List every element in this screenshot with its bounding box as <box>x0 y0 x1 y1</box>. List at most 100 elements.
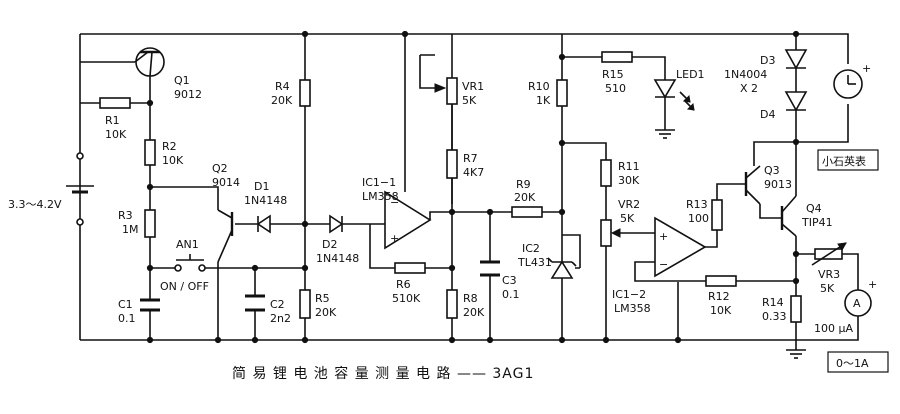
r14-ref: R14 <box>762 296 784 309</box>
range-label: 0～1A <box>836 357 869 370</box>
r5-ref: R5 <box>315 292 330 305</box>
r12-ref: R12 <box>708 290 730 303</box>
an1-ref: AN1 <box>176 238 199 251</box>
resistor-r12: R12 10K <box>705 275 737 317</box>
potentiometer-vr2: VR2 5K <box>600 198 640 247</box>
ammeter-symbol: A <box>853 297 861 310</box>
d3-count: X 2 <box>740 82 758 95</box>
r11-ref: R11 <box>618 160 640 173</box>
resistor-r2: R2 10K <box>144 139 184 167</box>
meter-label: 小石英表 <box>822 154 866 168</box>
junction-dots <box>146 30 800 344</box>
r6-val: 510K <box>392 292 421 305</box>
diode-d3: D3 1N4004 X 2 <box>724 49 808 95</box>
vr3-val: 5K <box>820 282 835 295</box>
diode-d4: D4 <box>760 91 808 122</box>
d2-ref: D2 <box>322 238 337 251</box>
q1-val: 9012 <box>174 88 202 101</box>
capacitor-c1: C1 0.1 <box>118 268 160 325</box>
transistor-q3: Q3 9013 <box>735 164 792 205</box>
r4-val: 20K <box>271 94 293 107</box>
c2-ref: C2 <box>270 298 285 311</box>
ic2-val: TL431 <box>517 256 552 269</box>
clock-meter: + 小石英表 <box>817 62 879 171</box>
r14-val: 0.33 <box>762 310 787 323</box>
an1-val: ON / OFF <box>160 280 209 293</box>
r13-val: 100 <box>688 212 709 225</box>
r10-val: 1K <box>536 94 551 107</box>
q3-val: 9013 <box>764 178 792 191</box>
diode-d2: D2 1N4148 <box>316 214 359 265</box>
resistor-r11: R11 30K <box>600 159 640 187</box>
r9-val: 20K <box>514 191 536 204</box>
r3-ref: R3 <box>118 209 133 222</box>
r8-val: 20K <box>463 306 485 319</box>
ic1-1-ref: IC1−1 <box>362 176 396 189</box>
battery-voltage: 3.3～4.2V <box>8 198 62 211</box>
resistor-r7: R7 4K7 <box>446 149 484 179</box>
q4-ref: Q4 <box>806 202 822 215</box>
ic1-1-minus: − <box>390 196 399 209</box>
r3-val: 1M <box>122 223 139 236</box>
r10-ref: R10 <box>528 80 550 93</box>
ic1-2-minus: − <box>659 258 668 271</box>
switch-an1: AN1 ON / OFF <box>160 238 209 293</box>
d1-ref: D1 <box>254 180 269 193</box>
q2-val: 9014 <box>212 176 240 189</box>
opamp-ic1-1: − + IC1−1 LM358 <box>362 176 452 250</box>
r15-ref: R15 <box>602 68 624 81</box>
q3-ref: Q3 <box>764 164 780 177</box>
resistor-r14: R14 0.33 <box>762 295 802 323</box>
d3-val: 1N4004 <box>724 68 767 81</box>
r12-val: 10K <box>710 304 732 317</box>
c3-ref: C3 <box>502 274 517 287</box>
resistor-r10: R10 1K <box>528 79 568 107</box>
r9-ref: R9 <box>516 178 531 191</box>
resistor-r9: R9 20K <box>511 178 543 218</box>
battery: 3.3～4.2V <box>8 152 94 226</box>
led1-ref: LED1 <box>676 68 705 81</box>
ic2-ref: IC2 <box>522 242 540 255</box>
r6-ref: R6 <box>396 278 411 291</box>
meter-plus: + <box>862 62 871 75</box>
diode-d1: D1 1N4148 <box>244 180 287 234</box>
r2-val: 10K <box>162 154 184 167</box>
opamp-ic1-2: + − IC1−2 LM358 <box>612 216 707 315</box>
r15-val: 510 <box>605 82 626 95</box>
potentiometer-vr1: VR1 5K <box>434 77 484 107</box>
c1-val: 0.1 <box>118 312 136 325</box>
led-led1: LED1 <box>653 68 705 139</box>
clock-icon <box>847 75 856 85</box>
r1-val: 10K <box>105 128 127 141</box>
vr2-ref: VR2 <box>618 198 640 211</box>
q4-val: TIP41 <box>801 216 833 229</box>
c2-val: 2n2 <box>270 312 291 325</box>
ammeter: A + 100 μA 0～1A <box>814 278 889 373</box>
transistor-q4: Q4 TIP41 <box>759 195 833 237</box>
resistor-r4: R4 20K <box>271 79 311 107</box>
c1-ref: C1 <box>118 298 133 311</box>
ic1-2-val: LM358 <box>614 302 651 315</box>
vr2-val: 5K <box>620 212 635 225</box>
c3-val: 0.1 <box>502 288 520 301</box>
ic1-1-plus: + <box>390 232 399 245</box>
transistor-q1: Q1 9012 <box>134 47 202 101</box>
vr1-ref: VR1 <box>462 80 484 93</box>
vr3-ref: VR3 <box>818 268 840 281</box>
resistor-r1: R1 10K <box>99 97 131 141</box>
d3-ref: D3 <box>760 54 775 67</box>
r7-val: 4K7 <box>463 166 484 179</box>
resistor-r6: R6 510K <box>392 262 426 305</box>
r13-ref: R13 <box>686 198 708 211</box>
potentiometer-vr3: VR3 5K <box>811 242 847 295</box>
d4-ref: D4 <box>760 108 775 121</box>
r5-val: 20K <box>315 306 337 319</box>
r2-ref: R2 <box>162 140 177 153</box>
capacitor-c2: C2 2n2 <box>245 294 291 325</box>
r8-ref: R8 <box>463 292 478 305</box>
r4-ref: R4 <box>275 80 290 93</box>
d2-val: 1N4148 <box>316 252 359 265</box>
r11-val: 30K <box>618 174 640 187</box>
ground-symbol <box>786 349 806 359</box>
